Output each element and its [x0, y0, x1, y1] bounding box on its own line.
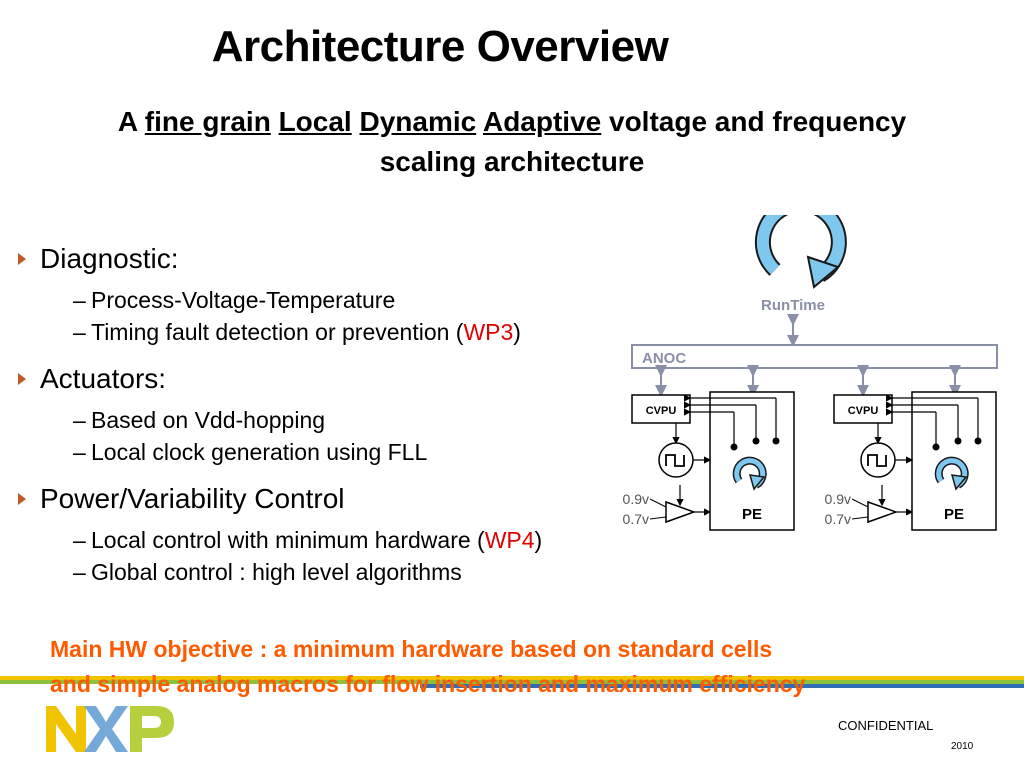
- bullet-group-actuators: Actuators: –Based on Vdd-hopping –Local …: [18, 362, 638, 468]
- cvpu-block: [631, 394, 691, 424]
- subtitle-prefix: A: [117, 106, 137, 137]
- pe-cycle-icon: [732, 456, 767, 491]
- year-label: 2010: [951, 741, 974, 752]
- footer-stripe-green: [0, 680, 1024, 684]
- sub-bullet-text: Timing fault detection or prevention (: [91, 319, 464, 345]
- sub-bullet-text: Local control with minimum hardware (: [91, 527, 485, 553]
- clock-generator-icon: [860, 442, 896, 478]
- sub-bullet: –Local control with minimum hardware (WP…: [18, 524, 638, 556]
- clock-generator-icon: [658, 442, 694, 478]
- nxp-logo: [46, 706, 174, 752]
- slide-title: Architecture Overview: [211, 22, 669, 71]
- sub-bullet: –Timing fault detection or prevention (W…: [18, 316, 638, 348]
- subtitle-local: Local: [278, 106, 352, 137]
- cvpu-label: CVPU: [646, 405, 677, 417]
- tile-right: CVPU 0.9v 0.7v PE: [825, 365, 997, 531]
- subtitle-fine-grain: fine grain: [144, 106, 271, 137]
- anoc-label: ANOC: [642, 350, 686, 367]
- sub-bullet-text: Local clock generation using FLL: [91, 439, 428, 465]
- voltage-regulator-icon: [665, 500, 697, 524]
- bullet-group-power-control: Power/Variability Control –Local control…: [18, 482, 638, 588]
- bullet-label: Diagnostic:: [40, 243, 179, 274]
- bullet-power-variability: Power/Variability Control: [18, 482, 638, 516]
- bullet-label: Actuators:: [40, 363, 167, 394]
- sub-bullet: –Process-Voltage-Temperature: [18, 284, 638, 316]
- footer-stripe-yellow: [0, 676, 1024, 680]
- sub-bullet-close: ): [534, 527, 543, 553]
- pe-label: PE: [944, 506, 964, 523]
- dash-marker: –: [73, 407, 86, 433]
- objective-note: Main HW objective : a minimum hardware b…: [50, 632, 1000, 702]
- sub-bullet-text: Global control : high level algorithms: [91, 559, 462, 585]
- subtitle-adaptive: Adaptive: [482, 106, 602, 137]
- pe-cycle-icon: [934, 456, 969, 491]
- bullet-list: Diagnostic: –Process-Voltage-Temperature…: [18, 242, 638, 602]
- wp3-reference: WP3: [463, 319, 514, 345]
- bullet-group-diagnostic: Diagnostic: –Process-Voltage-Temperature…: [18, 242, 638, 348]
- sub-bullet: –Global control : high level algorithms: [18, 556, 638, 588]
- pe-label: PE: [742, 506, 762, 523]
- slide-subtitle: A fine grain Local Dynamic Adaptive volt…: [0, 102, 1024, 182]
- architecture-diagram: RunTime ANOC CVPU 0.9v 0.7v: [623, 215, 998, 531]
- wp4-reference: WP4: [484, 527, 535, 553]
- voltage-high-label: 0.9v: [825, 491, 851, 507]
- sub-bullet-close: ): [513, 319, 521, 345]
- tile-left: CVPU 0.9v 0.7v PE: [623, 365, 795, 531]
- footer-stripe-blue: [420, 684, 1024, 688]
- voltage-low-label: 0.7v: [623, 511, 649, 527]
- dash-marker: –: [73, 439, 86, 465]
- objective-line2: and simple analog macros for flow insert…: [50, 671, 806, 697]
- runtime-label: RunTime: [761, 297, 825, 314]
- bullet-label: Power/Variability Control: [40, 483, 345, 514]
- runtime-cycle-icon: [754, 215, 847, 289]
- subtitle-suffix: voltage and frequency: [609, 106, 907, 137]
- sub-bullet: –Local clock generation using FLL: [18, 436, 638, 468]
- sub-bullet: –Based on Vdd-hopping: [18, 404, 638, 436]
- anoc-bar: [631, 344, 998, 369]
- confidential-label: CONFIDENTIAL: [838, 718, 934, 733]
- sub-bullet-text: Process-Voltage-Temperature: [91, 287, 396, 313]
- dash-marker: –: [73, 319, 86, 345]
- bullet-actuators: Actuators:: [18, 362, 638, 396]
- sub-bullet-text: Based on Vdd-hopping: [91, 407, 326, 433]
- voltage-regulator-icon: [867, 500, 899, 524]
- bullet-triangle-icon: [18, 373, 26, 385]
- voltage-high-label: 0.9v: [623, 491, 649, 507]
- objective-line1: Main HW objective : a minimum hardware b…: [50, 636, 773, 662]
- cvpu-label: CVPU: [848, 405, 879, 417]
- bullet-diagnostic: Diagnostic:: [18, 242, 638, 276]
- subtitle-line2: scaling architecture: [379, 146, 645, 177]
- dash-marker: –: [73, 527, 86, 553]
- voltage-low-label: 0.7v: [825, 511, 851, 527]
- dash-marker: –: [73, 287, 86, 313]
- dash-marker: –: [73, 559, 86, 585]
- bullet-triangle-icon: [18, 253, 26, 265]
- bullet-triangle-icon: [18, 493, 26, 505]
- subtitle-dynamic: Dynamic: [359, 106, 477, 137]
